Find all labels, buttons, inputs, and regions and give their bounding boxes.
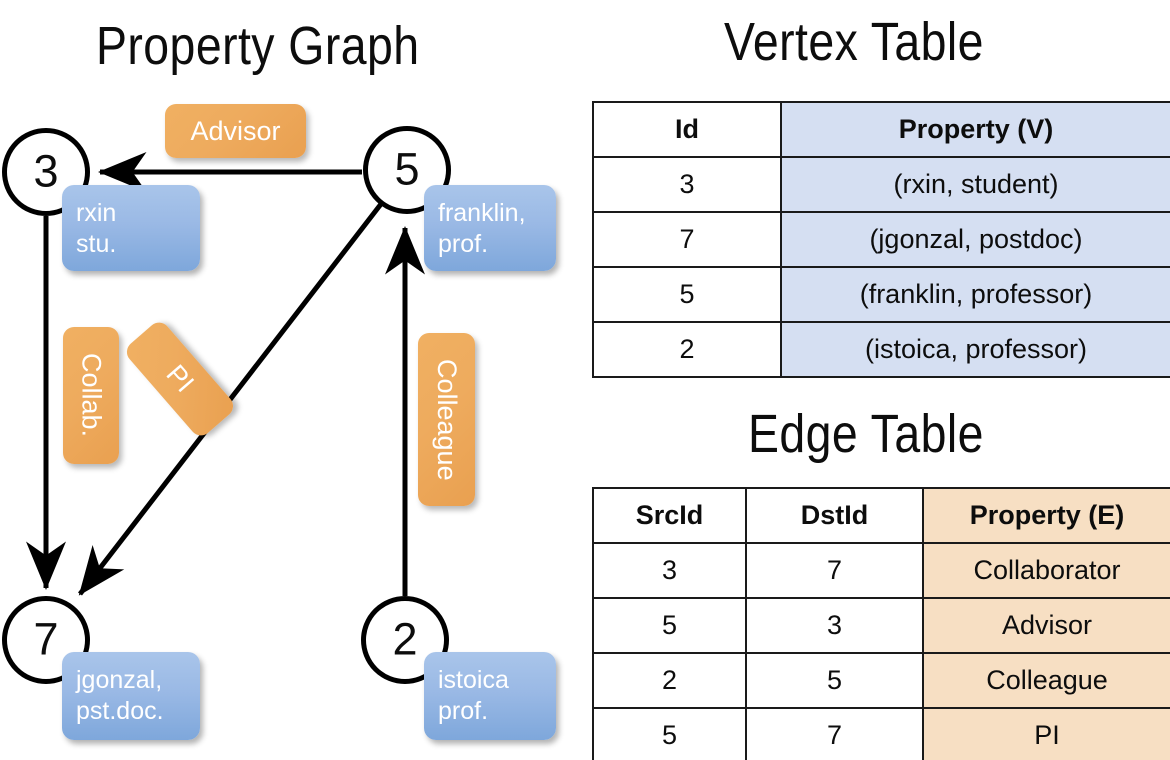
table-row: 7 (jgonzal, postdoc) — [592, 211, 1170, 268]
node-property-istoica-line1: istoica — [438, 666, 509, 694]
vertex-table-header-property: Property (V) — [780, 101, 1170, 158]
vertex-cell-property: (rxin, student) — [780, 156, 1170, 213]
vertex-table: Id Property (V) 3 (rxin, student) 7 (jgo… — [592, 101, 1170, 378]
edge-label-collab-text: Collab. — [76, 353, 107, 438]
edge-cell-property: Advisor — [922, 597, 1170, 654]
vertex-table-header-row: Id Property (V) — [592, 101, 1170, 158]
edge-cell-dstid: 5 — [745, 652, 924, 709]
node-property-box-franklin: franklin, prof. — [424, 185, 556, 271]
edge-cell-dstid: 7 — [745, 707, 924, 760]
page-title-vertex-table: Vertex Table — [724, 12, 984, 72]
edge-table-header-dstid: DstId — [745, 487, 924, 544]
edge-table-header-row: SrcId DstId Property (E) — [592, 487, 1170, 544]
node-property-box-jgonzal: jgonzal, pst.doc. — [62, 652, 200, 740]
edge-label-collab: Collab. — [63, 327, 119, 464]
edge-cell-property: PI — [922, 707, 1170, 760]
graph-node-2-label: 2 — [392, 613, 418, 665]
table-row: 5 7 PI — [592, 707, 1170, 760]
edge-cell-srcid: 2 — [592, 652, 747, 709]
node-property-jgonzal-line2: pst.doc. — [76, 697, 164, 725]
graph-node-2[interactable]: 2 — [361, 596, 449, 684]
page-title-edge-table: Edge Table — [748, 404, 984, 464]
edge-table-header-srcid: SrcId — [592, 487, 747, 544]
edge-table: SrcId DstId Property (E) 3 7 Collaborato… — [592, 487, 1170, 760]
page-title-property-graph: Property Graph — [96, 16, 420, 76]
edge-cell-srcid: 5 — [592, 597, 747, 654]
node-property-box-rxin: rxin stu. — [62, 185, 200, 271]
edge-cell-property: Colleague — [922, 652, 1170, 709]
node-property-franklin-line1: franklin, — [438, 199, 526, 227]
node-property-rxin-line2: stu. — [76, 230, 117, 258]
edge-label-colleague: Colleague — [418, 333, 475, 506]
vertex-cell-property: (istoica, professor) — [780, 321, 1170, 378]
edge-label-colleague-text: Colleague — [432, 358, 462, 481]
table-row: 5 (franklin, professor) — [592, 266, 1170, 323]
property-graph-diagram: Advisor Collab. PI Colleague 3 5 7 2 rxi… — [2, 104, 556, 740]
node-property-istoica-line2: prof. — [438, 697, 489, 725]
table-row: 3 7 Collaborator — [592, 542, 1170, 599]
table-row: 2 (istoica, professor) — [592, 321, 1170, 378]
graph-node-7-label: 7 — [33, 613, 59, 665]
edge-label-advisor: Advisor — [165, 104, 306, 158]
node-property-jgonzal-line1: jgonzal, — [76, 666, 163, 694]
node-property-box-istoica: istoica prof. — [424, 652, 556, 740]
vertex-cell-property: (franklin, professor) — [780, 266, 1170, 323]
vertex-cell-id: 7 — [592, 211, 782, 268]
table-row: 5 3 Advisor — [592, 597, 1170, 654]
graph-node-3-label: 3 — [33, 145, 59, 197]
edge-cell-dstid: 7 — [745, 542, 924, 599]
vertex-cell-id: 2 — [592, 321, 782, 378]
graph-node-5-label: 5 — [394, 143, 420, 195]
edge-cell-srcid: 3 — [592, 542, 747, 599]
edge-label-pi-text: PI — [160, 359, 201, 399]
edge-cell-srcid: 5 — [592, 707, 747, 760]
vertex-cell-id: 3 — [592, 156, 782, 213]
edge-label-advisor-text: Advisor — [190, 115, 281, 146]
vertex-cell-id: 5 — [592, 266, 782, 323]
node-property-rxin-line1: rxin — [76, 199, 117, 227]
node-property-franklin-line2: prof. — [438, 230, 489, 258]
edge-cell-dstid: 3 — [745, 597, 924, 654]
vertex-cell-property: (jgonzal, postdoc) — [780, 211, 1170, 268]
graph-node-5[interactable]: 5 — [363, 126, 451, 214]
edge-table-header-property: Property (E) — [922, 487, 1170, 544]
edge-cell-property: Collaborator — [922, 542, 1170, 599]
vertex-table-header-id: Id — [592, 101, 782, 158]
table-row: 3 (rxin, student) — [592, 156, 1170, 213]
table-row: 2 5 Colleague — [592, 652, 1170, 709]
